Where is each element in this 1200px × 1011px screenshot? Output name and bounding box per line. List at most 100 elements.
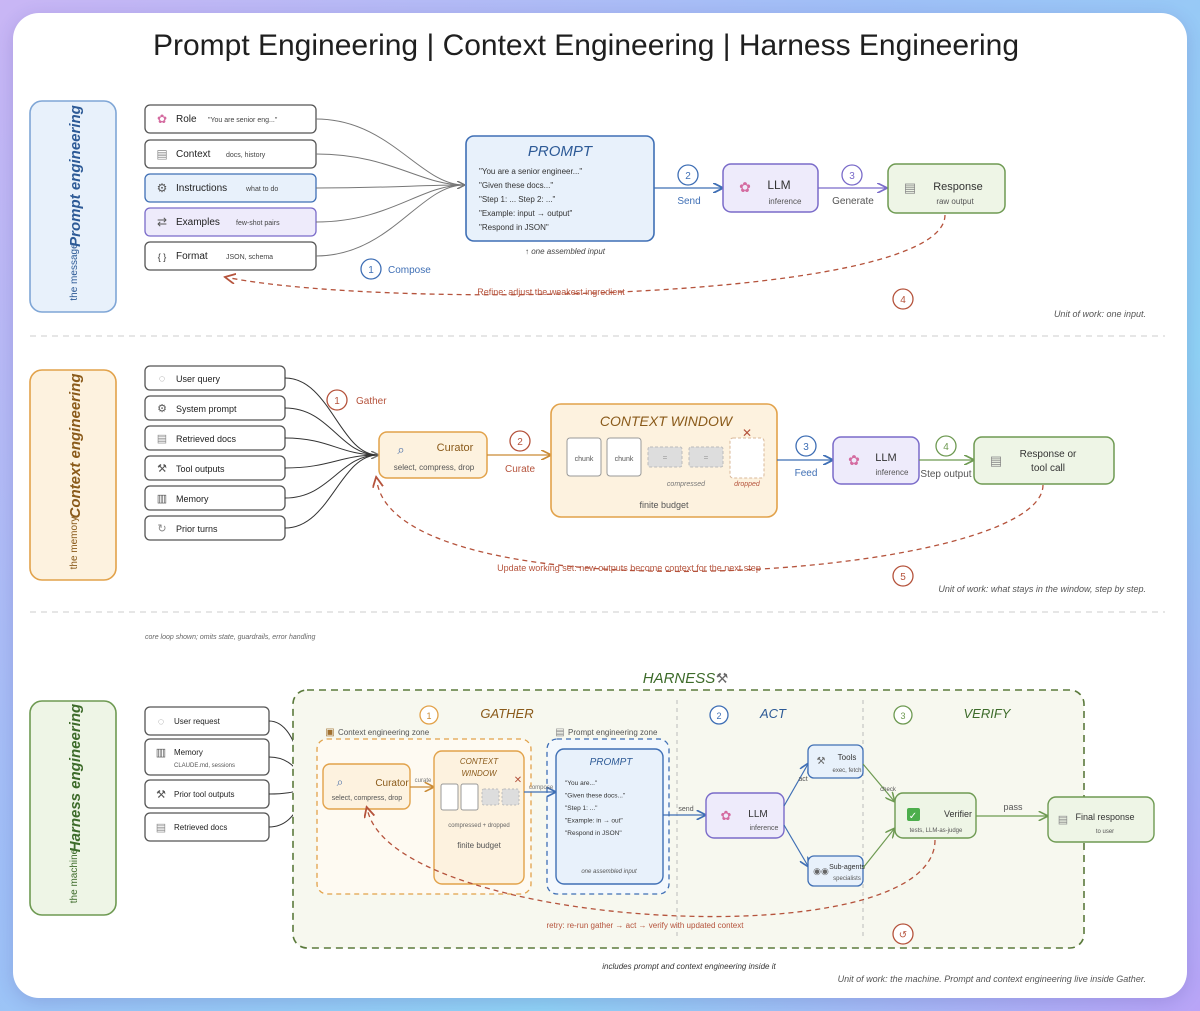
feed-step-circle <box>795 435 817 457</box>
refine-step-num: 4 <box>900 295 906 306</box>
prompt-line: "You are a senior engineer..." <box>479 167 582 176</box>
gather-phase-label: GATHER <box>480 706 533 721</box>
compose-connector <box>315 185 464 257</box>
ingredient-label: Format <box>176 251 208 262</box>
context-curator-sub: select, compress, drop <box>394 463 475 472</box>
refine-step-circle <box>892 288 914 310</box>
verifier-sub: tests, LLM-as-judge <box>910 828 963 834</box>
compose-label: Compose <box>388 265 431 276</box>
harness-window-title2: WINDOW <box>461 769 498 778</box>
harness-side-panel <box>29 700 117 916</box>
notebook-icon: ▥ <box>157 493 167 505</box>
source-label: User query <box>176 374 221 384</box>
prompt-response-title: Response <box>933 181 983 193</box>
hammer-wrench-icon: ⚒ <box>817 756 826 767</box>
document-icon: ▤ <box>904 180 916 195</box>
curate-label: Curate <box>505 464 535 475</box>
prompt-line: "Given these docs..." <box>479 181 553 190</box>
refine-label: Refine: adjust the weakest ingredient <box>477 287 625 297</box>
compressed-block <box>501 788 520 806</box>
ingredient-detail: few-shot pairs <box>236 220 280 227</box>
prompt-side-sub: the message <box>69 243 80 301</box>
source-label: Memory <box>176 494 209 504</box>
compose-step-num: 1 <box>368 265 374 276</box>
compressed-block <box>481 788 500 806</box>
harness-prompt-line: "Step 1: ..." <box>565 805 598 812</box>
speech-bubble-icon: ◌ <box>158 716 165 728</box>
document-icon: ▤ <box>157 433 167 445</box>
ingredient-box <box>144 173 317 203</box>
prompt-response-box <box>887 163 1006 214</box>
prompt-side-label: Prompt engineering <box>67 105 84 247</box>
act-phase-num: 2 <box>716 711 721 721</box>
prompt-box-caption: ↑ one assembled input <box>525 247 606 256</box>
context-curator-title: Curator <box>437 442 474 454</box>
chunk-block <box>566 437 602 477</box>
ingredient-label: Instructions <box>176 183 227 194</box>
document-icon: ▤ <box>990 453 1002 468</box>
harness-curate-label: curate <box>415 778 432 784</box>
tools-title: Tools <box>838 753 857 762</box>
generate-step-circle <box>841 164 863 186</box>
curate-step-num: 2 <box>517 437 523 448</box>
context-unit-of-work: Unit of work: what stays in the window, … <box>938 584 1146 594</box>
gather-connector <box>284 455 378 469</box>
compressed-mark: = <box>704 453 709 462</box>
act-phase-label: ACT <box>759 706 787 721</box>
check-icon <box>907 808 920 821</box>
harness-input-label: Memory <box>174 748 203 757</box>
compose-connector <box>315 185 464 188</box>
harness-compressed-label: compressed + dropped <box>448 823 510 829</box>
prompt-unit-of-work: Unit of work: one input. <box>1054 309 1146 319</box>
send-label: Send <box>677 196 700 207</box>
ingredient-label: Examples <box>176 217 220 228</box>
verify-phase-label: VERIFY <box>964 706 1012 721</box>
gather-connector <box>284 407 378 455</box>
harness-section: core loop shown; omits state, guardrails… <box>29 634 1155 984</box>
gather-label: Gather <box>356 396 387 407</box>
harness-title: HARNESS <box>643 670 716 687</box>
final-response-box <box>1047 796 1155 843</box>
compose-connector <box>315 185 464 223</box>
harness-note: core loop shown; omits state, guardrails… <box>145 634 316 641</box>
hammer-wrench-icon: ⚒ <box>157 463 167 475</box>
dropped-block <box>729 437 765 479</box>
ingredient-detail: what to do <box>245 186 278 193</box>
ingredient-label: Role <box>176 114 197 125</box>
update-label: Update working set: new outputs become c… <box>497 563 761 573</box>
harness-compose-label: compose <box>529 785 554 791</box>
ingredient-detail: docs, history <box>226 152 266 159</box>
gather-connector <box>284 377 378 455</box>
harness-side-label: Harness engineering <box>67 704 84 852</box>
check-arrow-tools <box>862 763 894 801</box>
harness-side-sub: the machine <box>69 848 80 903</box>
harness-prompt-line: "You are..." <box>565 780 598 787</box>
page-title: Prompt Engineering | Context Engineering… <box>153 29 1019 62</box>
source-label: Tool outputs <box>176 464 225 474</box>
harness-window-title: CONTEXT <box>460 757 499 766</box>
harness-check-label: check <box>880 787 897 793</box>
ingredient-box <box>144 207 317 237</box>
prompt-llm-sub: inference <box>769 197 802 206</box>
brain-icon: ✿ <box>739 179 751 195</box>
prompt-llm-title: LLM <box>767 178 790 192</box>
harness-llm-sub: inference <box>750 825 779 832</box>
gather-connector <box>284 437 378 455</box>
prompt-box-title: PROMPT <box>528 143 594 160</box>
step-output-label: Step output <box>920 469 971 480</box>
chunk-block <box>606 437 642 477</box>
step-output-num: 4 <box>943 442 949 453</box>
prompt-response-sub: raw output <box>936 197 974 206</box>
tools-sub: exec, fetch <box>832 768 861 774</box>
harness-prompt-box <box>555 748 664 885</box>
harness-input-sub: CLAUDE.md, sessions <box>174 763 235 769</box>
gear-icon: ⚙ <box>157 181 168 195</box>
update-step-num: 5 <box>900 572 906 583</box>
gather-phase-num: 1 <box>426 711 431 721</box>
harness-prompt-title: PROMPT <box>590 757 634 768</box>
generate-label: Generate <box>832 196 874 207</box>
feed-step-num: 3 <box>803 442 809 453</box>
document-icon: ▤ <box>156 822 166 834</box>
harness-input-label: Prior tool outputs <box>174 790 234 799</box>
act-arrow-subagents <box>783 824 808 866</box>
